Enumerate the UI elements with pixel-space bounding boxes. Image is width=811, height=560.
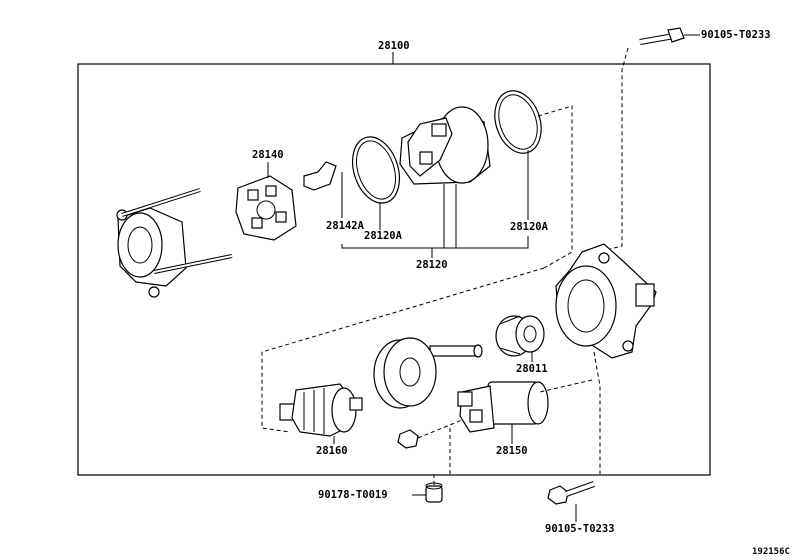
small-nut[interactable] <box>397 429 419 449</box>
nut-90178-t0019[interactable] <box>425 482 443 503</box>
bracket-28142a[interactable] <box>303 161 337 191</box>
magnetic-switch-28150[interactable] <box>457 381 549 433</box>
label-bolt-top[interactable]: 90105-T0233 <box>701 29 771 41</box>
label-28120a-right[interactable]: 28120A <box>510 221 549 233</box>
label-28140[interactable]: 28140 <box>252 149 284 161</box>
pinion-gear-28011[interactable] <box>495 315 545 357</box>
label-28100[interactable]: 28100 <box>378 40 410 52</box>
label-bolt-bottom[interactable]: 90105-T0233 <box>545 523 615 535</box>
label-28160[interactable]: 28160 <box>316 445 348 457</box>
label-28120a-left[interactable]: 28120A <box>364 230 403 242</box>
yoke-assembly-28120[interactable] <box>399 106 491 185</box>
starter-housing[interactable] <box>555 243 657 359</box>
label-nut[interactable]: 90178-T0019 <box>318 489 388 501</box>
label-28011[interactable]: 28011 <box>516 363 548 375</box>
commutator-end-frame[interactable] <box>116 188 233 298</box>
armature-28160[interactable] <box>279 383 363 437</box>
label-28120[interactable]: 28120 <box>416 259 448 271</box>
clutch-shaft-assembly[interactable] <box>373 337 483 409</box>
bolt-top-90105-t0233[interactable] <box>639 27 685 45</box>
label-28142a[interactable]: 28142A <box>326 220 365 232</box>
brush-holder-28140[interactable] <box>235 175 297 241</box>
assembly-frame-28100 <box>77 63 711 476</box>
reference-code: 192156C <box>752 547 790 557</box>
bolt-bottom-90105-t0233[interactable] <box>547 481 596 505</box>
label-28150[interactable]: 28150 <box>496 445 528 457</box>
